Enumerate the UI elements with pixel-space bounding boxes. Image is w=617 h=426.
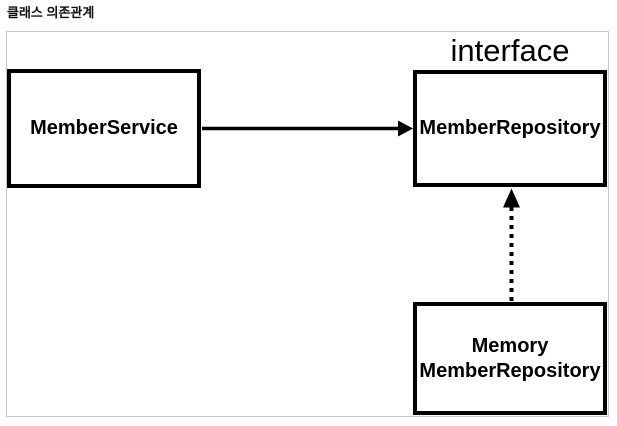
node-member-service: MemberService (7, 69, 201, 188)
node-memory-member-repository-label: Memory MemberRepository (419, 334, 601, 382)
node-member-repository: MemberRepository (413, 70, 607, 187)
page-title: 클래스 의존관계 (7, 5, 95, 20)
node-memory-member-repository: Memory MemberRepository (413, 302, 607, 415)
node-member-repository-label: MemberRepository (419, 117, 601, 139)
interface-stereotype-label: interface (450, 33, 570, 68)
node-member-service-label: MemberService (30, 117, 178, 139)
